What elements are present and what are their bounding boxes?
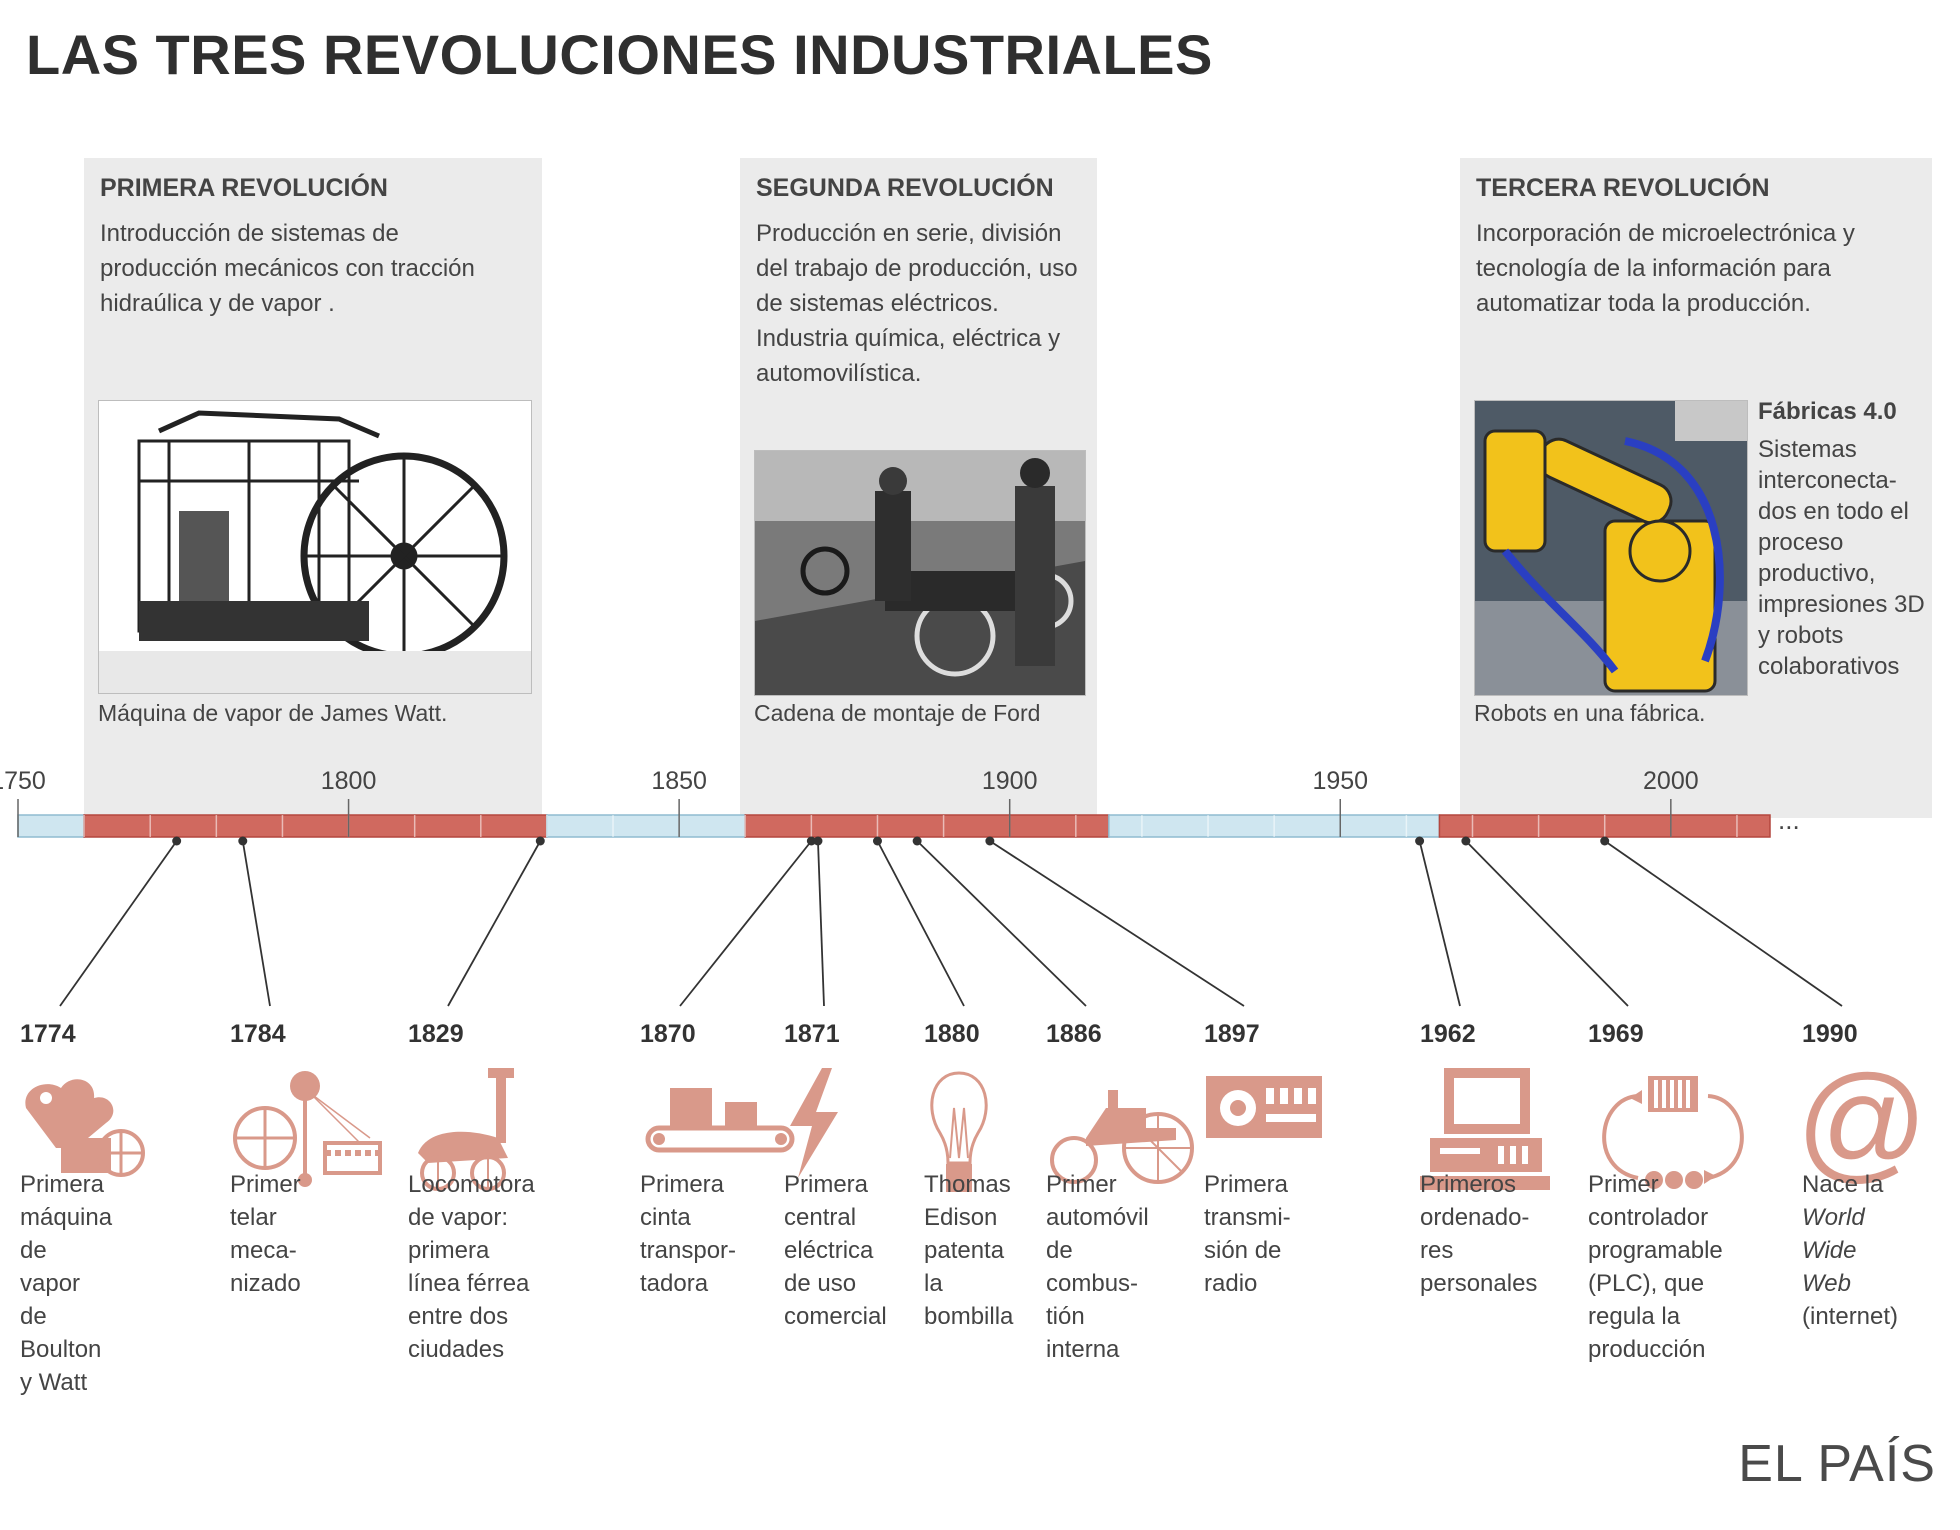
event-anchor-dot: [985, 836, 995, 846]
event-connector-line: [876, 840, 965, 1007]
event-label: Primera central eléctrica de uso comerci…: [784, 1171, 887, 1330]
event-label: Primera cinta transpor- tadora: [640, 1171, 737, 1297]
event-year: 1990: [1802, 1020, 1858, 1048]
event-year: 1897: [1204, 1020, 1260, 1048]
event-connector-line: [989, 840, 1245, 1007]
panel-description: Introducción de sistemas de producción m…: [100, 220, 475, 317]
tick-label: 1850: [651, 767, 707, 795]
event-connector-line: [241, 840, 271, 1007]
event-year: 1871: [784, 1020, 840, 1048]
event-anchor-dot: [806, 836, 816, 846]
steam-engine-photo: [98, 400, 532, 694]
panel-title: SEGUNDA REVOLUCIÓN: [756, 174, 1054, 202]
event-anchor-dot: [1461, 836, 1471, 846]
event-connector-line: [1418, 840, 1461, 1007]
panel-description: Producción en serie, división del trabaj…: [756, 220, 1078, 387]
event-anchor-dot: [813, 836, 823, 846]
brand-logo-text: EL PAÍS: [1738, 1435, 1936, 1493]
event-year: 1870: [640, 1020, 696, 1048]
plc-cycle-icon: [1588, 1068, 1758, 1203]
event-connector-line: [447, 840, 542, 1007]
event-label-suffix: (internet): [1802, 1303, 1899, 1330]
event-year: 1829: [408, 1020, 464, 1048]
event-anchor-dot: [872, 836, 882, 846]
at-sign-icon: @: [1796, 1048, 1928, 1194]
event-label: Thomas Edison patenta la bombilla: [924, 1171, 1014, 1330]
event-label: Nace la World Wide Web (internet): [1802, 1168, 1898, 1333]
event-connector-line: [1465, 840, 1629, 1007]
personal-computer-icon: [1420, 1068, 1550, 1203]
event-label: Primera transmi- sión de radio: [1204, 1171, 1291, 1297]
factory-robots-photo: [1474, 400, 1748, 696]
timeline-revolution-segment: [83, 814, 548, 838]
event-anchor-dot: [912, 836, 922, 846]
panel-description: Incorporación de microelectrónica y tecn…: [1476, 220, 1855, 317]
tick-label: 1800: [321, 767, 377, 795]
radio-icon: [1204, 1068, 1324, 1153]
steam-locomotive-icon: [408, 1068, 528, 1203]
event-anchor-dot: [238, 836, 248, 846]
panel-caption: Robots en una fábrica.: [1474, 700, 1706, 726]
event-label: Primeros ordenado- res personales: [1420, 1171, 1538, 1297]
ford-assembly-line-photo: [754, 450, 1086, 696]
infographic-title: LAS TRES REVOLUCIONES INDUSTRIALES: [26, 23, 1213, 86]
event-connector-line: [817, 840, 825, 1007]
event-label-prefix: Nace la: [1802, 1171, 1884, 1198]
lightning-icon: [784, 1068, 844, 1183]
panel-tercera-revolucion: TERCERA REVOLUCIÓN Incorporación de micr…: [1460, 158, 1932, 818]
panel-title: TERCERA REVOLUCIÓN: [1476, 174, 1770, 202]
timeline-revolution-segment: [744, 814, 1110, 838]
event-year: 1774: [20, 1020, 76, 1048]
event-connector-line: [916, 840, 1087, 1007]
panel-caption: Cadena de montaje de Ford: [754, 700, 1041, 726]
tick-label: 1900: [982, 767, 1038, 795]
event-year: 1784: [230, 1020, 286, 1048]
timeline: 1750 1800 1850 1900 1950 2000...: [0, 767, 1843, 1007]
event-year: 1886: [1046, 1020, 1102, 1048]
event-anchor-dot: [1415, 836, 1425, 846]
timeline-gap-segment: [17, 814, 85, 838]
mechanical-loom-icon: [230, 1068, 390, 1193]
event-anchor-dot: [535, 836, 545, 846]
light-bulb-icon: [924, 1068, 994, 1203]
panel-caption: Máquina de vapor de James Watt.: [98, 700, 448, 726]
event-year: 1962: [1420, 1020, 1476, 1048]
boulton-watt-engine-icon: [16, 1068, 146, 1183]
conveyor-belt-icon: [640, 1068, 800, 1163]
panel-title: PRIMERA REVOLUCIÓN: [100, 174, 388, 202]
event-year: 1880: [924, 1020, 980, 1048]
side-title: Fábricas 4.0: [1758, 398, 1897, 425]
tick-label: 1950: [1312, 767, 1368, 795]
panel-primera-revolucion: PRIMERA REVOLUCIÓN Introducción de siste…: [84, 158, 542, 818]
event-connector-line: [1604, 840, 1843, 1007]
timeline-gap-segment: [546, 814, 746, 838]
event-label: Primer telar meca- nizado: [230, 1171, 301, 1297]
early-automobile-icon: [1046, 1068, 1196, 1193]
event-label: Primer controlador programable (PLC), qu…: [1588, 1171, 1723, 1363]
event-connector-line: [59, 840, 178, 1007]
event-label: Primer automóvil de combus- tión interna: [1046, 1171, 1149, 1363]
event-anchor-dot: [1600, 836, 1610, 846]
timeline-ellipsis: ...: [1778, 805, 1800, 835]
event-label-italic: World Wide Web: [1802, 1204, 1865, 1297]
event-year: 1969: [1588, 1020, 1644, 1048]
tick-label: 1750: [0, 767, 46, 795]
panel-segunda-revolucion: SEGUNDA REVOLUCIÓN Producción en serie, …: [740, 158, 1097, 818]
side-description: Sistemas interconecta-dos en todo el pro…: [1758, 436, 1925, 680]
svg-text:@: @: [1802, 1068, 1922, 1188]
tick-label: 2000: [1643, 767, 1699, 795]
event-label: Primera máquina de vapor de Boulton y Wa…: [20, 1171, 113, 1396]
event-anchor-dot: [172, 836, 182, 846]
event-label: Locomotora de vapor: primera línea férre…: [408, 1171, 535, 1363]
event-connector-line: [679, 840, 813, 1007]
